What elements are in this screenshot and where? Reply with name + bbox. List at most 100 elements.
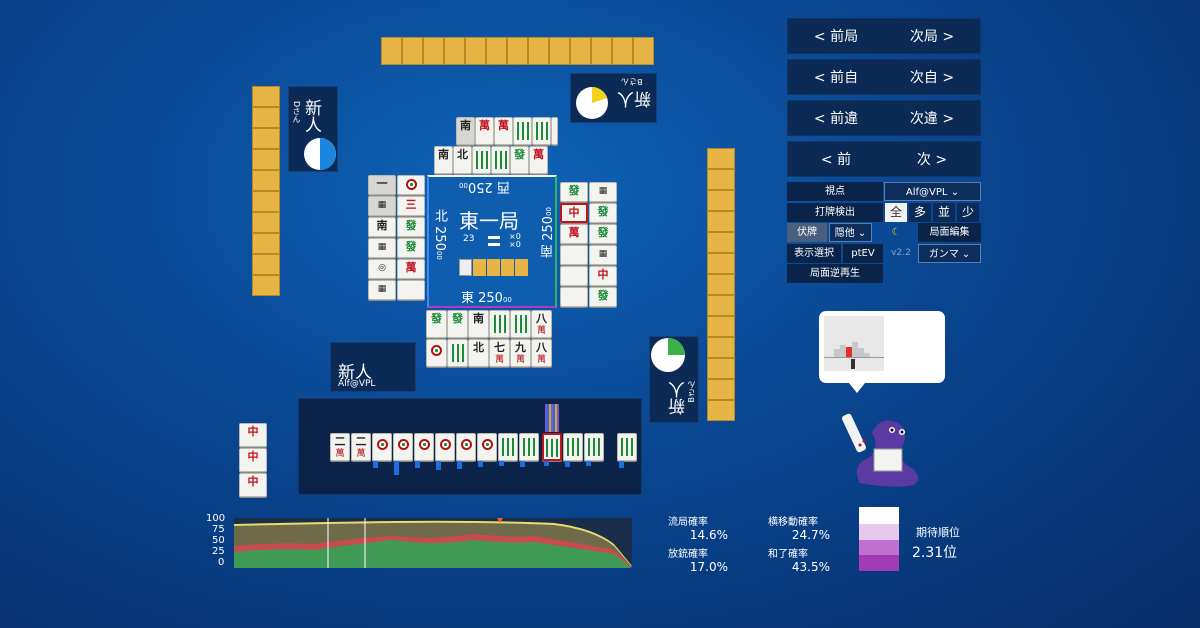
reverse-play-button[interactable]: 局面逆再生 <box>787 264 883 283</box>
hidden-tiles-label: 伏牌 <box>787 223 827 242</box>
self-player-box: 新人 Alf@VPL <box>330 342 416 392</box>
dora-indicator-area <box>459 259 529 276</box>
self-discards: 發 發 南 八萬 北 七萬 九萬 八萬 <box>426 310 554 368</box>
viewpoint-label: 視点 <box>787 182 883 201</box>
center-board: 東一局 23 ×0×0 西 25000 東 25000 北 25000 南 25… <box>427 175 557 308</box>
agari-label: 和了確率 <box>768 549 808 560</box>
north-score: 北 25000 <box>432 209 447 260</box>
y-tick-0: 0 <box>218 557 225 568</box>
display-select-button[interactable]: 表示選択 <box>787 244 841 263</box>
self-player-sub: Alf@VPL <box>338 379 376 389</box>
next-diff-button[interactable]: 次違 > <box>909 111 955 127</box>
prev-self-button[interactable]: < 前自 <box>813 70 859 86</box>
probability-chart: 100 75 50 25 0 <box>200 513 634 571</box>
rank-label: 期待順位 <box>916 526 960 539</box>
gamma-select[interactable]: ガンマ ⌄ <box>918 244 981 263</box>
hidden-tiles-select[interactable]: 隠他 ⌄ <box>829 223 872 242</box>
self-nav: < 前自 次自 > <box>787 59 981 95</box>
snake-mascot-icon <box>842 413 919 487</box>
hand-tile-selected[interactable] <box>542 433 562 461</box>
y-tick-75: 75 <box>212 524 225 535</box>
top-player-box: 新人 Bさん <box>570 73 657 123</box>
hand-tile[interactable] <box>456 433 476 461</box>
side-dragon-tiles: 中 中 中 <box>239 423 267 498</box>
viewpoint-select[interactable]: Alf@VPL ⌄ <box>884 182 981 201</box>
ryukyoku-label: 流局確率 <box>668 517 708 528</box>
right-opponent-hand <box>707 148 735 424</box>
riichi-stick-icon <box>488 236 500 239</box>
right-player-timer-icon <box>651 338 685 372</box>
top-player-name: 新人 <box>617 88 651 108</box>
y-tick-25: 25 <box>212 546 225 557</box>
right-player-sub: Bさん <box>687 381 696 403</box>
top-player-timer-icon <box>576 87 608 119</box>
hand-tile[interactable] <box>477 433 497 461</box>
east-score: 東 25000 <box>461 291 512 306</box>
rank-value: 2.31位 <box>912 545 958 561</box>
hand-tile[interactable] <box>372 433 392 461</box>
left-player-name: 新人 <box>301 99 321 133</box>
west-score: 西 25000 <box>459 179 510 194</box>
ryukyoku-value: 14.6% <box>689 528 728 542</box>
ptev-button[interactable]: ptEV <box>843 244 883 263</box>
hand-tile[interactable] <box>435 433 455 461</box>
board-edit-button[interactable]: 局面編集 <box>918 223 981 242</box>
honba-number: 23 <box>463 234 475 244</box>
left-opponent-hand <box>252 86 280 298</box>
filter-all-toggle[interactable]: 全 <box>885 203 907 222</box>
riichi-count: ×0×0 <box>509 232 521 249</box>
houju-label: 放銃確率 <box>668 549 708 560</box>
y-tick-50: 50 <box>212 535 225 546</box>
left-player-sub: Dさん <box>292 101 301 124</box>
next-round-button[interactable]: 次局 > <box>909 29 955 45</box>
filter-few-toggle[interactable]: 少 <box>957 203 979 222</box>
yoko-label: 横移動確率 <box>768 517 818 528</box>
hand-tile[interactable] <box>519 433 539 461</box>
hand-tile[interactable]: 二萬 <box>330 433 350 461</box>
analysis-bubble <box>819 311 945 393</box>
chevron-down-icon: ⌄ <box>950 187 960 198</box>
moon-icon[interactable]: ☾ <box>891 227 901 238</box>
round-nav: < 前局 次局 > <box>787 18 981 54</box>
rank-distribution <box>859 507 899 571</box>
next-button[interactable]: 次 > <box>916 152 948 168</box>
prev-diff-button[interactable]: < 前違 <box>813 111 859 127</box>
next-self-button[interactable]: 次自 > <box>909 70 955 86</box>
left-discards: 一 ▦ 三 南 發 ▦ 發 ◎ 萬 ▦ <box>368 175 426 301</box>
hand-tile[interactable]: 二萬 <box>351 433 371 461</box>
agari-value: 43.5% <box>791 560 830 574</box>
prev-button[interactable]: < 前 <box>820 152 852 168</box>
chevron-down-icon: ⌄ <box>857 228 867 239</box>
honba-stick-icon <box>488 243 500 246</box>
round-label: 東一局 <box>459 209 519 233</box>
filter-many-toggle[interactable]: 多 <box>909 203 931 222</box>
chevron-down-icon: ⌄ <box>961 249 971 260</box>
hand-tile[interactable] <box>393 433 413 461</box>
diff-nav: < 前違 次違 > <box>787 100 981 136</box>
top-choice-bar <box>545 404 559 432</box>
top-player-sub: Bさん <box>621 77 643 86</box>
houju-value: 17.0% <box>689 560 728 574</box>
left-player-box: 新人 Dさん <box>288 86 338 172</box>
left-player-timer-icon <box>304 138 336 170</box>
filter-normal-toggle[interactable]: 並 <box>933 203 955 222</box>
right-discards: 發 ▦ 中 發 萬 發 ▦ 中 發 <box>560 182 618 308</box>
right-player-box: 新人 Bさん <box>649 336 699 423</box>
hand-tile[interactable] <box>414 433 434 461</box>
south-score: 南 25000 <box>541 207 556 258</box>
player-hand: 二萬 二萬 <box>330 404 640 475</box>
y-tick-100: 100 <box>206 513 226 524</box>
self-player-name: 新人 <box>338 363 372 383</box>
yoko-value: 24.7% <box>791 528 830 542</box>
version-label: v2.2 <box>891 248 911 258</box>
hand-tile[interactable] <box>617 433 637 461</box>
top-discards: 南 萬 萬 南 北 發 萬 <box>434 117 558 175</box>
hand-tile[interactable] <box>584 433 604 461</box>
step-nav: < 前 次 > <box>787 141 981 177</box>
prev-round-button[interactable]: < 前局 <box>813 29 859 45</box>
top-opponent-hand <box>381 37 657 65</box>
chart-area <box>234 518 632 568</box>
hand-tile[interactable] <box>498 433 518 461</box>
discard-detect-button[interactable]: 打牌検出 <box>787 203 883 222</box>
hand-tile[interactable] <box>563 433 583 461</box>
